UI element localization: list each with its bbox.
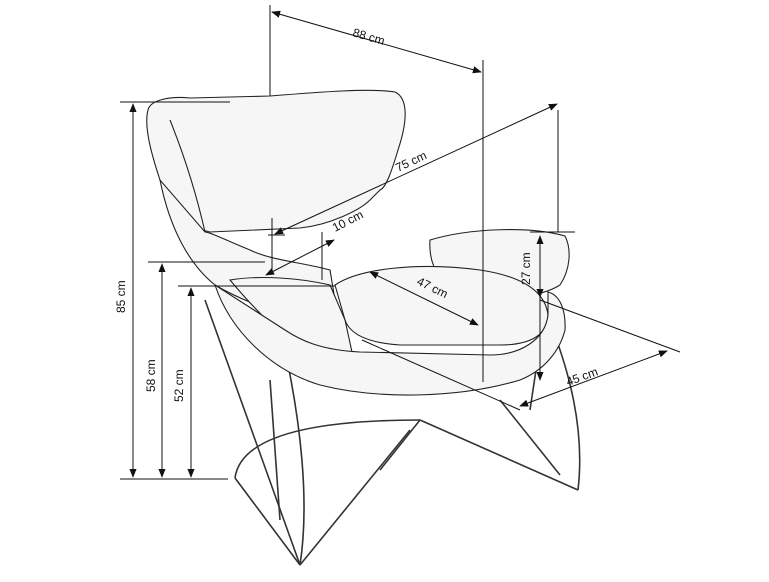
dim-line-overall-width — [271, 10, 482, 74]
label-overall-width: 88 cm — [351, 25, 386, 47]
chair-shell — [213, 283, 566, 396]
dimension-lines — [120, 5, 681, 480]
chair-illustration — [146, 89, 581, 566]
dim-line-diagonal-depth — [274, 103, 558, 235]
label-seat-width: 45 cm — [564, 364, 600, 388]
label-overall-height: 85 cm — [114, 280, 128, 313]
label-armrest-floor-height: 58 cm — [144, 359, 158, 392]
dim-line-seat-depth — [369, 271, 479, 326]
label-seat-height: 52 cm — [172, 369, 186, 402]
dim-line-cushion-thickness — [265, 239, 335, 276]
label-armrest-height: 27 cm — [519, 252, 533, 285]
dim-line-seat-width — [519, 350, 668, 407]
